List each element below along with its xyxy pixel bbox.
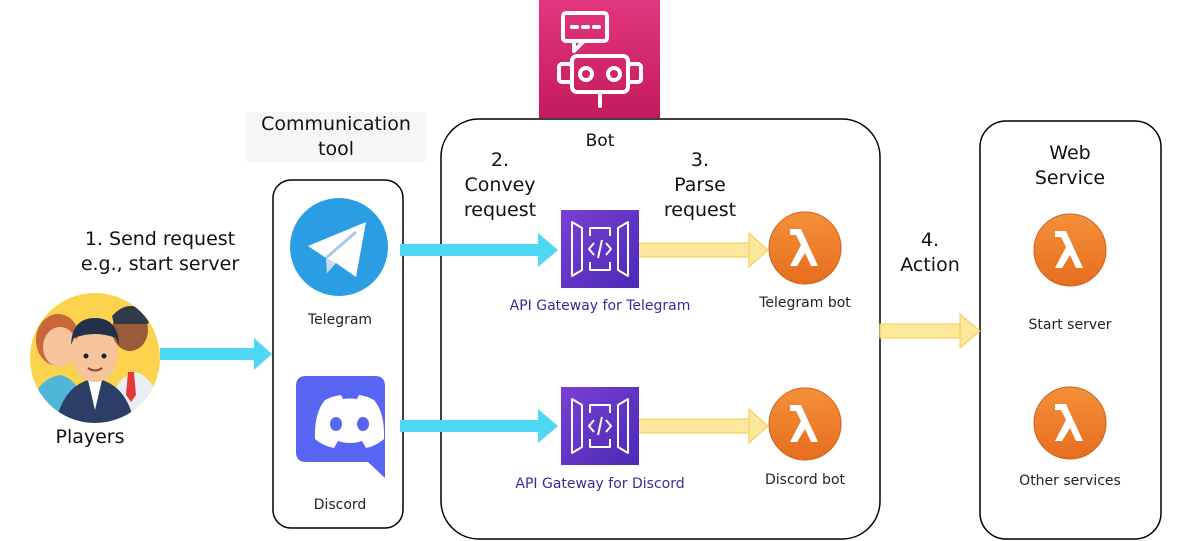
discord-bot-label: Discord bot <box>764 472 845 488</box>
web-service-title: Web Service <box>1020 141 1120 191</box>
step-3-label: 3. Parse request <box>640 148 760 223</box>
communication-tool-title: Communication tool <box>246 112 426 162</box>
arrow-gateway-to-telegram-bot <box>637 231 769 269</box>
telegram-icon <box>290 198 388 296</box>
players-group-icon <box>30 293 160 423</box>
arrow-telegram-to-gateway <box>400 233 558 267</box>
lambda-icon <box>768 211 842 285</box>
step-3-line-1: Parse <box>674 174 726 196</box>
players-label: Players <box>55 426 125 448</box>
step-4-number: 4. <box>920 229 940 251</box>
telegram-label: Telegram <box>307 312 373 328</box>
step-3-line-2: request <box>663 199 737 221</box>
telegram-bot-label: Telegram bot <box>759 295 851 311</box>
arrow-gateway-to-discord-bot <box>637 407 769 445</box>
arrow-discord-to-gateway <box>400 409 558 443</box>
start-server-label: Start server <box>1028 317 1112 333</box>
web-service-container <box>979 120 1162 540</box>
step-4-label: 4. Action <box>880 228 980 278</box>
lambda-icon <box>1033 386 1107 460</box>
arrow-players-to-telegram <box>160 338 272 370</box>
discord-label: Discord <box>313 497 367 513</box>
step-2-number: 2. <box>490 149 510 171</box>
discord-icon <box>296 376 385 478</box>
lambda-icon <box>768 387 842 461</box>
arrow-bot-to-web-service <box>879 312 981 350</box>
communication-tool-title-text: Communication tool <box>261 113 411 160</box>
step-1-label: 1. Send request e.g., start server <box>55 227 265 277</box>
step-2-line-1: Convey <box>464 174 536 196</box>
api-gateway-telegram-label: API Gateway for Telegram <box>509 298 691 314</box>
web-service-title-text: Web Service <box>1034 142 1106 189</box>
step-3-number: 3. <box>690 149 710 171</box>
step-1-line-2: e.g., start server <box>80 253 240 275</box>
step-2-label: 2. Convey request <box>440 148 560 223</box>
bot-robot-icon <box>539 0 660 118</box>
api-gateway-icon <box>561 210 639 288</box>
bot-title: Bot <box>585 131 615 151</box>
api-gateway-icon <box>561 387 639 465</box>
api-gateway-discord-label: API Gateway for Discord <box>515 476 685 492</box>
step-1-line-1: 1. Send request <box>84 228 236 250</box>
other-services-label: Other services <box>1019 473 1121 489</box>
step-2-line-2: request <box>463 199 537 221</box>
lambda-icon <box>1033 213 1107 287</box>
step-4-line-1: Action <box>900 254 960 276</box>
